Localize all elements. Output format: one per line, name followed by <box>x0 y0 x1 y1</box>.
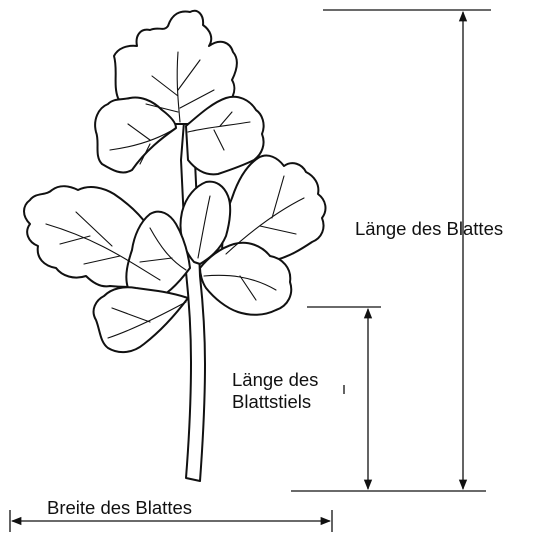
blade-width-label: Breite des Blattes <box>47 497 192 519</box>
leaflet-lower-left <box>94 287 188 352</box>
blade-length-label: Länge des Blattes <box>355 218 503 240</box>
